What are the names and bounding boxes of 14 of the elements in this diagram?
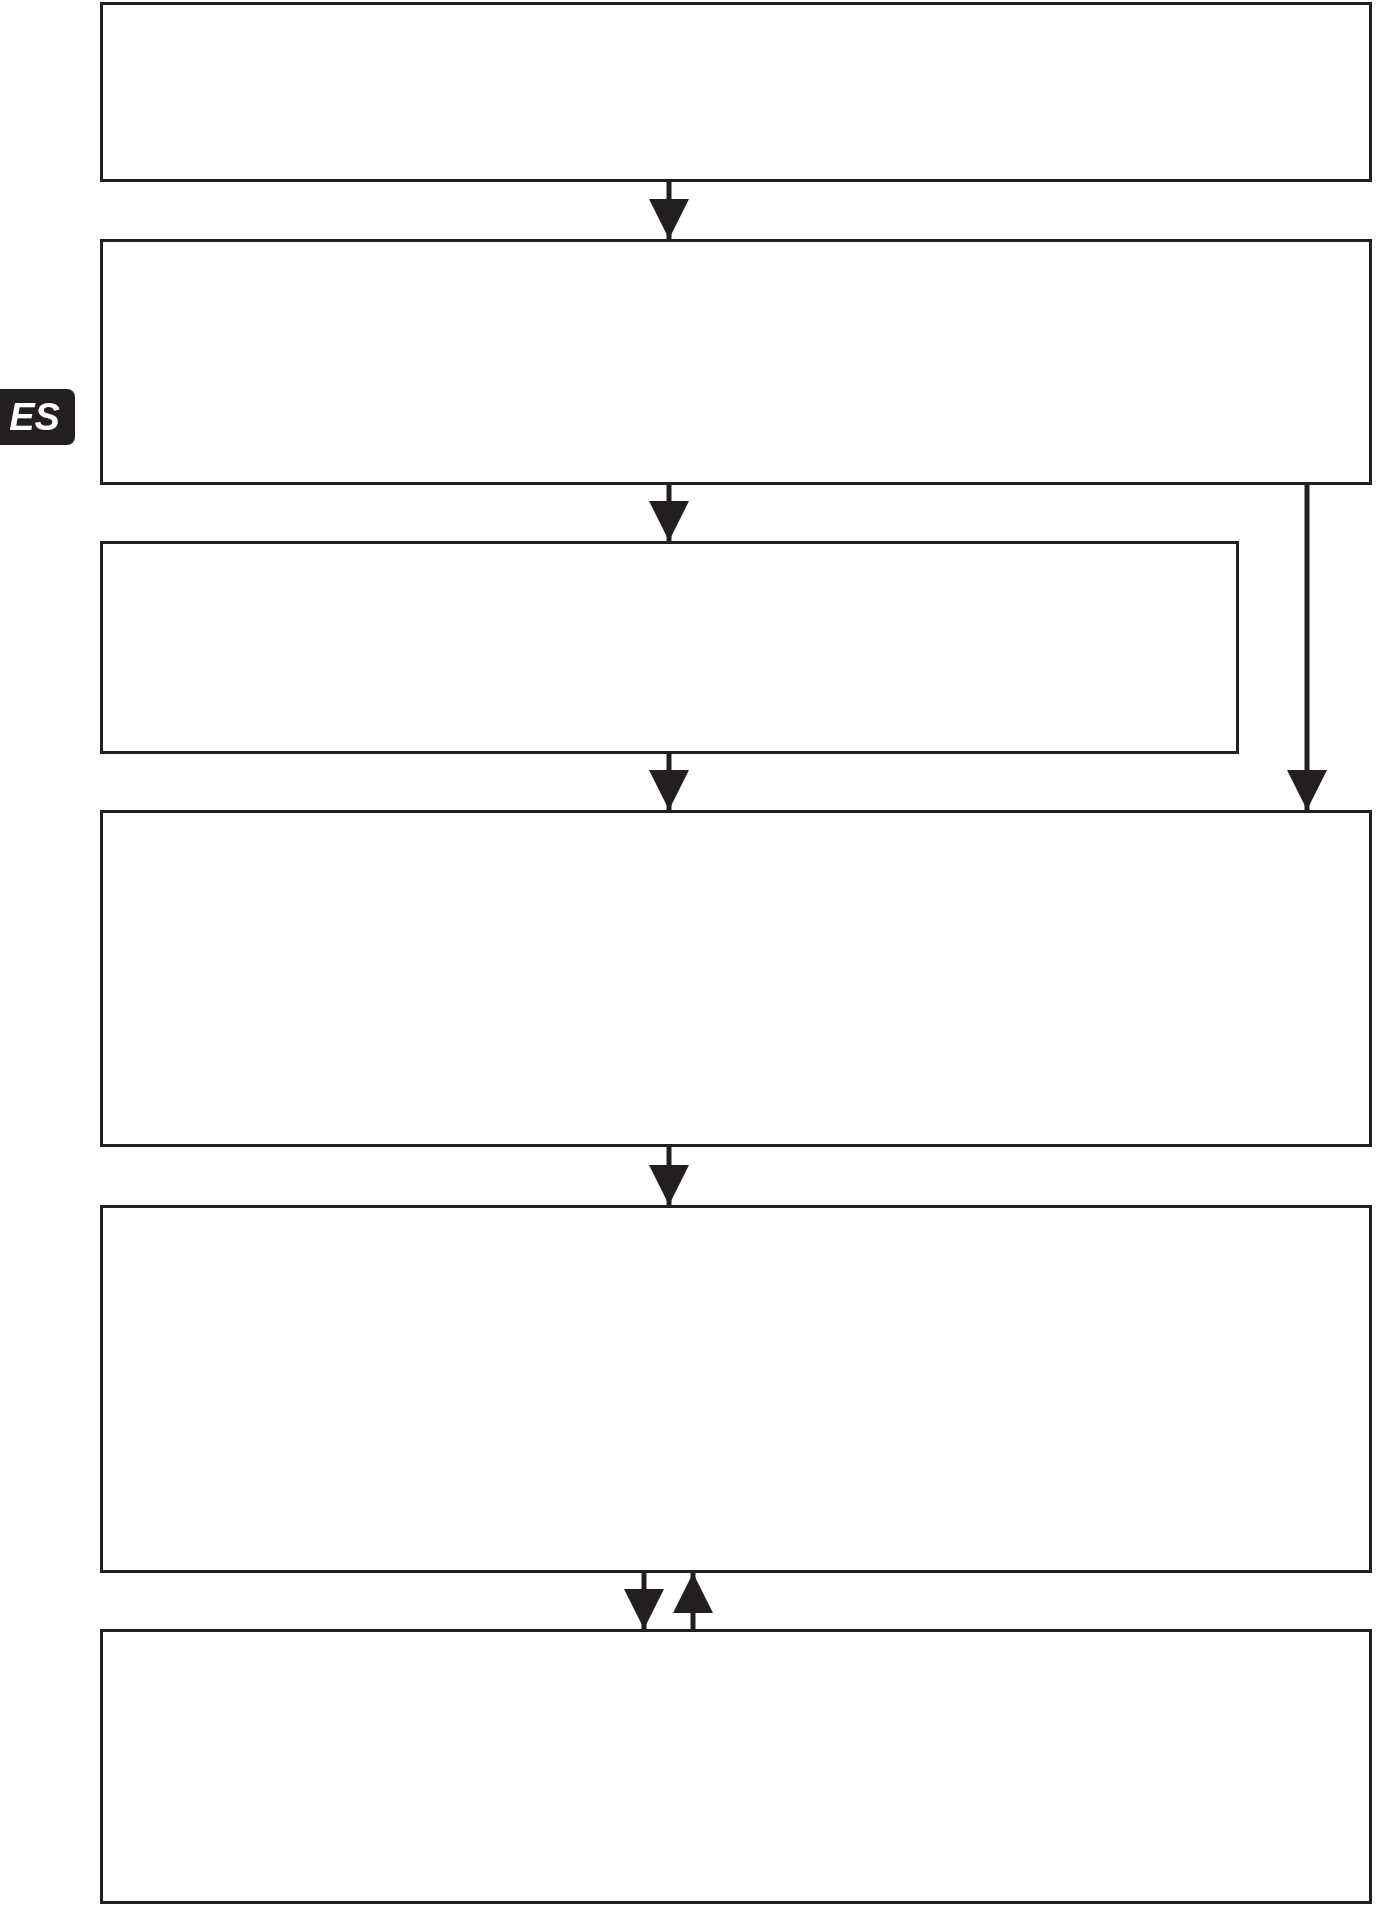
arrow <box>649 1147 689 1205</box>
arrow <box>624 1573 664 1629</box>
empty-box <box>100 810 1372 1147</box>
empty-box <box>100 1629 1372 1904</box>
empty-box <box>100 239 1372 485</box>
arrow <box>649 182 689 239</box>
arrow <box>1287 485 1327 810</box>
arrow <box>673 1573 713 1629</box>
empty-box <box>100 2 1372 182</box>
empty-box <box>100 541 1239 754</box>
arrow <box>649 485 689 541</box>
arrow <box>649 754 689 810</box>
language-tab: ES <box>0 389 75 445</box>
empty-box <box>100 1205 1372 1573</box>
